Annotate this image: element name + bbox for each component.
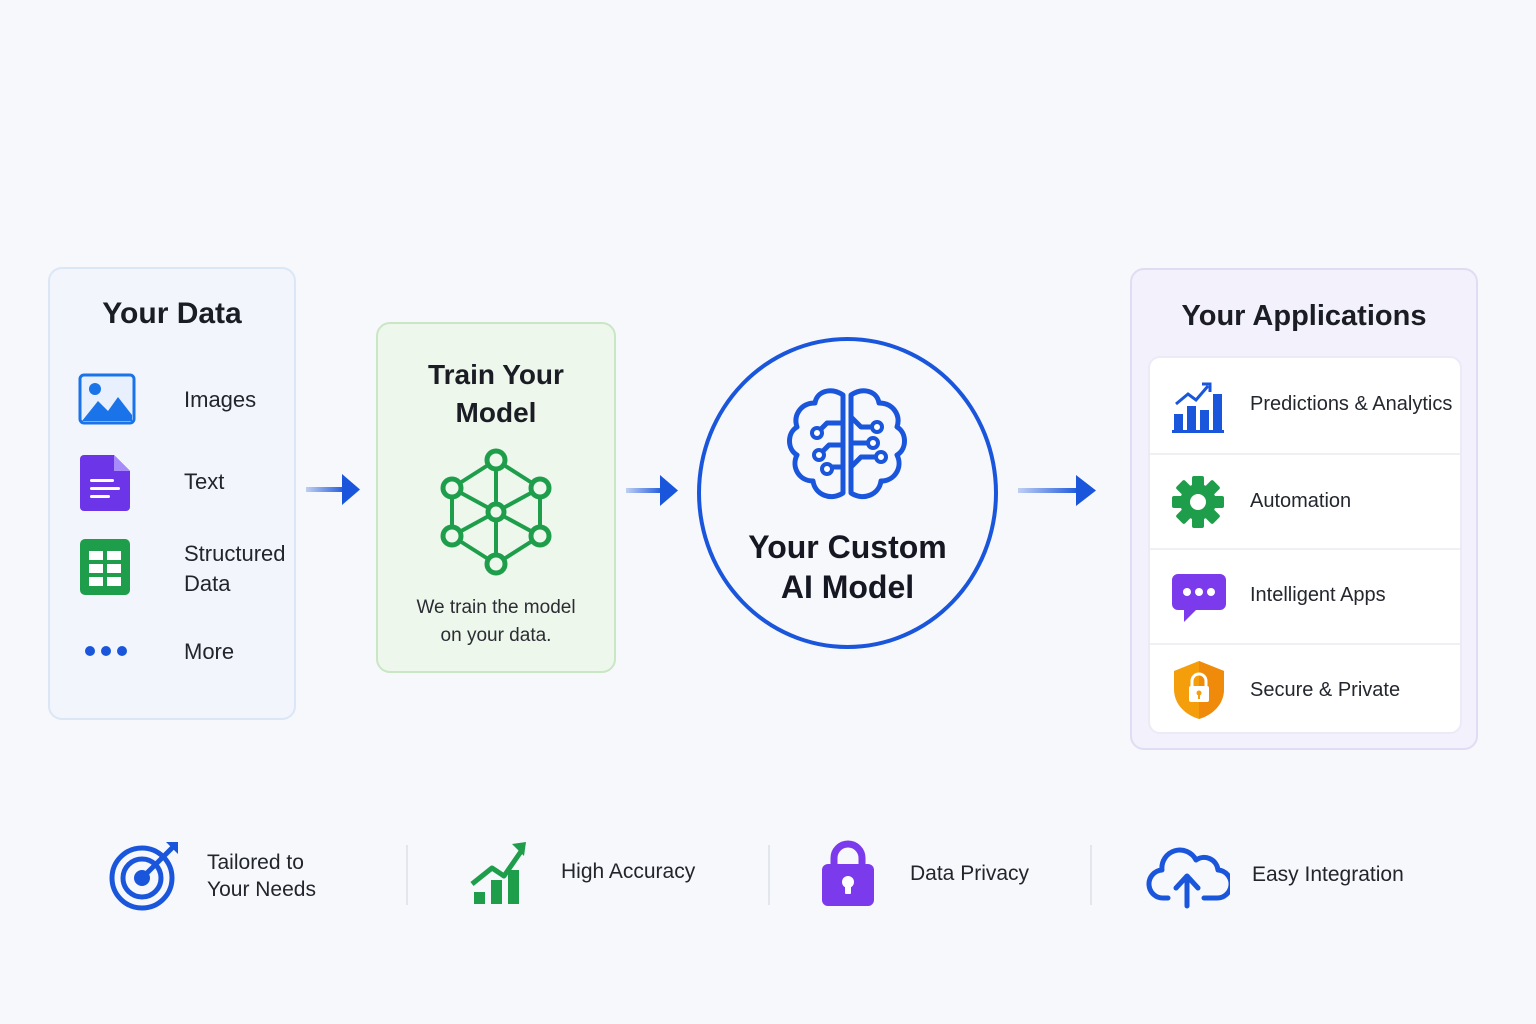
app-item-label: Automation	[1250, 490, 1352, 512]
app-item-intelligent-apps: Intelligent Apps	[1150, 550, 1460, 645]
app-item-automation: Automation	[1150, 455, 1460, 550]
app-item-label: Predictions & Analytics	[1250, 393, 1453, 415]
data-item-label: Text	[184, 469, 225, 494]
feature-data-privacy: Data Privacy	[818, 836, 1058, 916]
app-item-label: Intelligent Apps	[1250, 584, 1386, 606]
data-item-text: Text	[78, 453, 288, 523]
feature-easy-integration: Easy Integration	[1146, 836, 1446, 916]
data-item-images: Images	[78, 373, 288, 443]
data-item-label: More	[184, 639, 235, 664]
image-icon	[78, 373, 136, 433]
feature-tailored: Tailored to Your Needs	[104, 836, 384, 916]
your-data-panel: Your Data Images Text	[48, 267, 296, 720]
feature-divider	[1090, 845, 1092, 905]
flow-arrow-icon	[1018, 475, 1096, 506]
app-item-secure-private: Secure & Private	[1150, 645, 1460, 732]
model-title-line-1: Your Custom	[748, 529, 947, 565]
neural-network-icon	[440, 448, 552, 576]
feature-divider	[768, 845, 770, 905]
data-item-label-line-2: Data	[184, 571, 231, 596]
data-item-structured-data: Structured Data	[78, 537, 288, 607]
flow-arrow-icon	[626, 475, 678, 506]
data-item-label-line-1: Structured	[184, 541, 286, 566]
custom-ai-model-title: Your Custom AI Model	[701, 527, 994, 607]
applications-list: Predictions & Analytics	[1148, 356, 1462, 734]
train-title-line-2: Model	[455, 397, 537, 428]
data-item-more: More	[78, 633, 288, 703]
target-icon	[104, 836, 184, 916]
train-caption: We train the model on your data.	[378, 594, 614, 650]
more-dots-icon	[78, 633, 136, 693]
feature-divider	[406, 845, 408, 905]
feature-label-line-1: Tailored to	[207, 851, 304, 874]
data-item-label: Images	[184, 387, 257, 412]
app-item-label: Secure & Private	[1250, 679, 1401, 701]
app-item-predictions-analytics: Predictions & Analytics	[1150, 358, 1460, 455]
feature-label: Easy Integration	[1252, 863, 1404, 886]
bar-chart-icon	[1170, 378, 1228, 436]
custom-ai-model-circle: Your Custom AI Model	[697, 337, 998, 649]
chat-bubble-icon	[1170, 570, 1228, 628]
growth-chart-icon	[466, 836, 546, 916]
model-title-line-2: AI Model	[780, 569, 915, 605]
flow-arrow-icon	[306, 474, 360, 505]
train-title-line-1: Train Your	[428, 359, 564, 390]
cloud-upload-icon	[1146, 836, 1234, 916]
padlock-icon	[818, 836, 898, 916]
shield-lock-icon	[1170, 659, 1228, 719]
feature-high-accuracy: High Accuracy	[466, 836, 726, 916]
spreadsheet-icon	[78, 537, 136, 597]
your-applications-title: Your Applications	[1181, 300, 1427, 332]
train-caption-line-1: We train the model	[416, 597, 576, 618]
feature-label: Data Privacy	[910, 862, 1030, 885]
your-data-title: Your Data	[102, 297, 242, 330]
your-applications-panel: Your Applications Predictions & Analytic…	[1130, 268, 1478, 750]
gear-icon	[1170, 474, 1228, 532]
brain-circuit-icon	[787, 388, 907, 499]
feature-label-line-2: Your Needs	[207, 878, 316, 901]
train-caption-line-2: on your data.	[440, 625, 552, 646]
document-icon	[78, 453, 136, 513]
train-model-panel: Train Your Model We train the model on y…	[376, 322, 616, 673]
train-model-title: Train Your Model	[378, 356, 614, 432]
feature-label: High Accuracy	[561, 860, 696, 883]
